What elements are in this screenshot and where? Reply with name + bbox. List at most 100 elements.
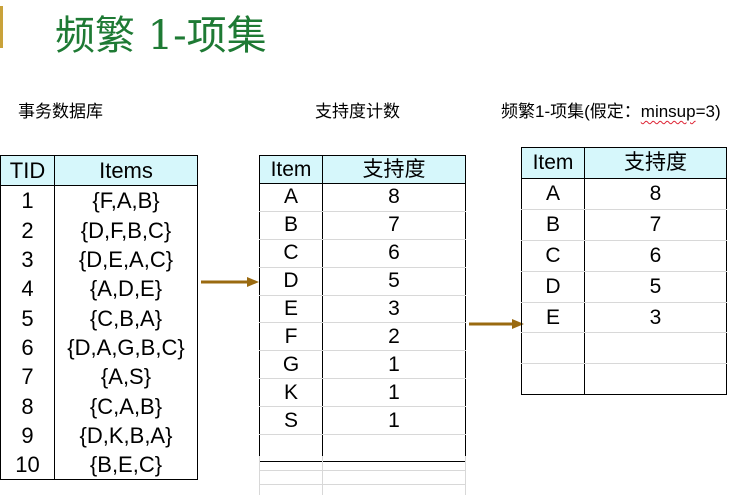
grid-line	[259, 484, 466, 485]
items-cell: {A,D,E}	[54, 274, 198, 304]
item-cell: C	[259, 239, 323, 268]
table-row: 4{A,D,E}	[0, 274, 198, 304]
item-cell: D	[259, 267, 323, 296]
tid-cell: 3	[0, 244, 55, 275]
table-header-row: Item 支持度	[259, 155, 466, 184]
column-header-items: Items	[54, 154, 198, 187]
table-row: 2{D,F,B,C}	[0, 215, 198, 245]
right-arrow-icon	[201, 277, 259, 287]
items-cell: {F,A,B}	[54, 185, 198, 216]
title-accent-bar	[0, 6, 3, 48]
support-cell: 1	[322, 378, 466, 408]
grid-line	[259, 456, 260, 495]
tid-cell: 8	[0, 391, 55, 421]
item-cell: C	[521, 240, 585, 272]
tid-cell: 5	[0, 303, 55, 333]
caption-suffix: =3)	[695, 102, 721, 121]
table-row: 10{B,E,C}	[0, 449, 198, 481]
items-cell: {D,F,B,C}	[54, 215, 198, 245]
tid-cell: 10	[0, 449, 55, 481]
support-cell: 8	[322, 183, 466, 212]
tid-cell: 4	[0, 274, 55, 304]
table-row	[521, 363, 727, 396]
item-cell: B	[521, 209, 585, 241]
support-cell	[584, 332, 727, 365]
support-cell: 7	[322, 211, 466, 240]
item-cell: D	[521, 271, 585, 303]
table-row: 3{D,E,A,C}	[0, 244, 198, 275]
items-cell: {B,E,C}	[54, 449, 198, 481]
item-cell: A	[259, 183, 323, 212]
database-caption: 事务数据库	[18, 102, 103, 121]
column-header-support: 支持度	[584, 147, 727, 179]
tid-cell: 2	[0, 215, 55, 245]
support-cell: 6	[584, 240, 727, 272]
table-row	[259, 434, 466, 463]
items-cell: {A,S}	[54, 362, 198, 392]
grid-line	[465, 456, 466, 495]
column-header-item: Item	[259, 155, 323, 184]
item-cell: G	[259, 350, 323, 380]
table-row: 6{D,A,G,B,C}	[0, 332, 198, 363]
transaction-database-table: TID Items 1{F,A,B} 2{D,F,B,C} 3{D,E,A,C}…	[0, 154, 198, 481]
column-header-item: Item	[521, 147, 585, 179]
frequent-itemset-caption: 频繁1-项集(假定：minsup=3)	[501, 101, 721, 123]
items-cell: {D,E,A,C}	[54, 244, 198, 275]
item-cell: B	[259, 211, 323, 240]
support-cell	[322, 434, 466, 463]
item-cell: E	[259, 295, 323, 324]
table-header-row: Item 支持度	[521, 147, 727, 179]
table-row: 5{C,B,A}	[0, 303, 198, 333]
support-count-caption: 支持度计数	[315, 102, 400, 121]
grid-line	[322, 456, 323, 495]
item-cell: A	[521, 178, 585, 210]
support-cell: 6	[322, 239, 466, 268]
support-cell: 1	[322, 406, 466, 436]
tid-cell: 6	[0, 332, 55, 363]
table-row: 9{D,K,B,A}	[0, 420, 198, 450]
support-cell	[584, 363, 727, 396]
items-cell: {D,K,B,A}	[54, 420, 198, 450]
table-header-row: TID Items	[0, 154, 198, 187]
item-cell: E	[521, 302, 585, 334]
table-row: 8{C,A,B}	[0, 391, 198, 421]
item-cell: F	[259, 322, 323, 352]
tid-cell: 7	[0, 362, 55, 392]
item-cell	[521, 363, 585, 396]
grid-line	[259, 470, 466, 471]
slide-title: 频繁 1-项集	[55, 13, 267, 59]
tid-cell: 1	[0, 185, 55, 216]
column-header-support: 支持度	[322, 155, 466, 184]
support-cell: 3	[322, 295, 466, 324]
table-row	[521, 332, 727, 365]
support-cell: 7	[584, 209, 727, 241]
table-row: 7{A,S}	[0, 362, 198, 392]
support-cell: 2	[322, 322, 466, 352]
column-header-tid: TID	[0, 154, 55, 187]
items-cell: {C,A,B}	[54, 391, 198, 421]
support-cell: 8	[584, 178, 727, 210]
item-cell	[259, 434, 323, 463]
right-arrow-icon	[469, 319, 524, 329]
tid-cell: 9	[0, 420, 55, 450]
caption-prefix: 频繁1-项集(假定：	[501, 102, 641, 121]
support-cell: 5	[322, 267, 466, 296]
item-cell: S	[259, 406, 323, 436]
items-cell: {C,B,A}	[54, 303, 198, 333]
item-cell	[521, 332, 585, 365]
item-cell: K	[259, 378, 323, 408]
